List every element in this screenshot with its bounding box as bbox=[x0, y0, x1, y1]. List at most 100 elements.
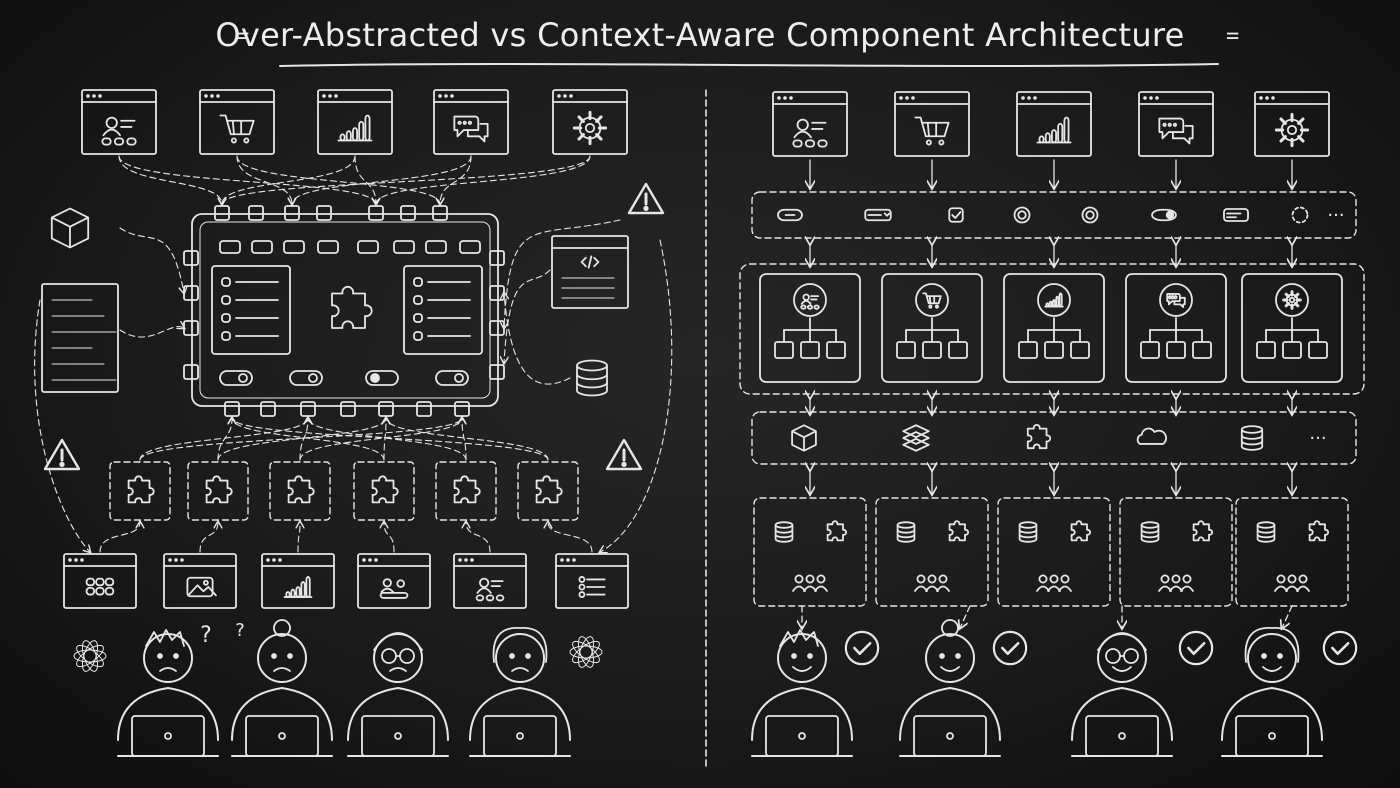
team-icon bbox=[1036, 574, 1072, 592]
profile-icon bbox=[792, 118, 828, 148]
right-app-window bbox=[1016, 91, 1092, 157]
left-app-window bbox=[317, 89, 393, 155]
team-icon bbox=[1158, 574, 1194, 592]
bar-chart-icon bbox=[337, 114, 373, 142]
developer bbox=[347, 632, 449, 757]
developer bbox=[1071, 632, 1173, 757]
code-icon bbox=[580, 255, 600, 269]
puzzle-icon bbox=[948, 520, 969, 542]
puzzle-module bbox=[187, 461, 249, 521]
chat-icon bbox=[1158, 117, 1194, 145]
more-primitives: ··· bbox=[1327, 205, 1344, 226]
left-screen-window bbox=[453, 553, 527, 609]
warning-icon bbox=[627, 182, 665, 215]
chat-icon bbox=[453, 115, 489, 143]
tangle-icon bbox=[73, 640, 107, 672]
team-module bbox=[875, 497, 989, 607]
title-accent-right-icon: = bbox=[1226, 24, 1240, 49]
profile-icon bbox=[101, 116, 137, 146]
team-module bbox=[997, 497, 1111, 607]
puzzle-icon bbox=[826, 520, 847, 542]
title-accent-left-icon: = bbox=[236, 24, 250, 49]
feature-module bbox=[1125, 273, 1227, 383]
developer bbox=[751, 629, 853, 757]
puzzle-module bbox=[517, 461, 579, 521]
database-icon bbox=[1018, 521, 1038, 543]
input-icon bbox=[864, 208, 892, 222]
left-screen-window bbox=[261, 553, 335, 609]
developer bbox=[899, 619, 1001, 757]
bar-chart-icon bbox=[1044, 292, 1064, 308]
left-app-window bbox=[552, 89, 628, 155]
gear-icon bbox=[1274, 112, 1310, 148]
puzzle-icon bbox=[127, 475, 155, 504]
radio-icon bbox=[1081, 206, 1099, 224]
puzzle-icon bbox=[1308, 520, 1329, 542]
check-icon bbox=[1178, 630, 1214, 666]
right-app-window bbox=[1138, 91, 1214, 157]
right-app-window bbox=[894, 91, 970, 157]
left-screen-window bbox=[63, 553, 137, 609]
question-mark: ? bbox=[200, 623, 212, 648]
tangle-icon bbox=[569, 636, 603, 668]
more-services: ··· bbox=[1309, 428, 1326, 449]
shared-services-layer: ··· bbox=[751, 411, 1357, 465]
developer bbox=[231, 619, 333, 757]
puzzle-module bbox=[353, 461, 415, 521]
team-module bbox=[1119, 497, 1233, 607]
question-mark: ? bbox=[235, 620, 245, 641]
database-icon bbox=[1240, 425, 1264, 451]
left-app-window bbox=[433, 89, 509, 155]
bar-chart-icon bbox=[1036, 116, 1072, 144]
database-icon bbox=[1140, 521, 1160, 543]
feature-module bbox=[1003, 273, 1105, 383]
check-icon bbox=[844, 630, 880, 666]
cart-icon bbox=[914, 116, 950, 146]
mega-component bbox=[183, 205, 505, 417]
gear-icon bbox=[572, 110, 608, 146]
team-modules-layer bbox=[753, 497, 1349, 607]
developer bbox=[469, 627, 571, 757]
code-window bbox=[551, 235, 629, 309]
cube-icon bbox=[50, 207, 90, 249]
spinner-icon bbox=[1291, 206, 1309, 224]
database-icon bbox=[896, 521, 916, 543]
check-icon bbox=[992, 630, 1028, 666]
ui-primitives-layer: ··· bbox=[751, 191, 1357, 239]
cart-icon bbox=[219, 114, 255, 144]
left-screen-window bbox=[555, 553, 629, 609]
check-icon bbox=[1322, 630, 1358, 666]
puzzle-module bbox=[435, 461, 497, 521]
layers-icon bbox=[902, 424, 930, 452]
team-module bbox=[1235, 497, 1349, 607]
bar-chart-icon bbox=[283, 576, 313, 598]
gear-icon bbox=[1282, 290, 1302, 310]
feature-module bbox=[759, 273, 861, 383]
puzzle-icon bbox=[371, 475, 399, 504]
select-icon bbox=[1223, 208, 1249, 222]
feature-module bbox=[881, 273, 983, 383]
right-panel-context-aware: ··· ··· bbox=[739, 91, 1365, 757]
title-underline bbox=[279, 63, 1219, 67]
puzzle-icon bbox=[453, 475, 481, 504]
team-icon bbox=[1274, 574, 1310, 592]
image-icon bbox=[186, 576, 217, 598]
left-panel-over-abstracted: ?? bbox=[34, 89, 673, 757]
feature-module bbox=[1241, 273, 1343, 383]
database-icon bbox=[1256, 521, 1276, 543]
profile-icon bbox=[475, 577, 505, 602]
left-screen-window bbox=[163, 553, 237, 609]
right-app-window bbox=[1254, 91, 1330, 157]
radio-icon bbox=[1013, 206, 1031, 224]
left-app-window bbox=[81, 89, 157, 155]
right-app-window bbox=[772, 91, 848, 157]
puzzle-icon bbox=[1070, 520, 1091, 542]
puzzle-module bbox=[269, 461, 331, 521]
puzzle-icon bbox=[287, 475, 315, 504]
grid-icon bbox=[85, 577, 115, 596]
tangled-dependencies bbox=[34, 155, 673, 552]
checkbox-icon bbox=[948, 207, 964, 223]
warning-icon bbox=[605, 438, 643, 471]
